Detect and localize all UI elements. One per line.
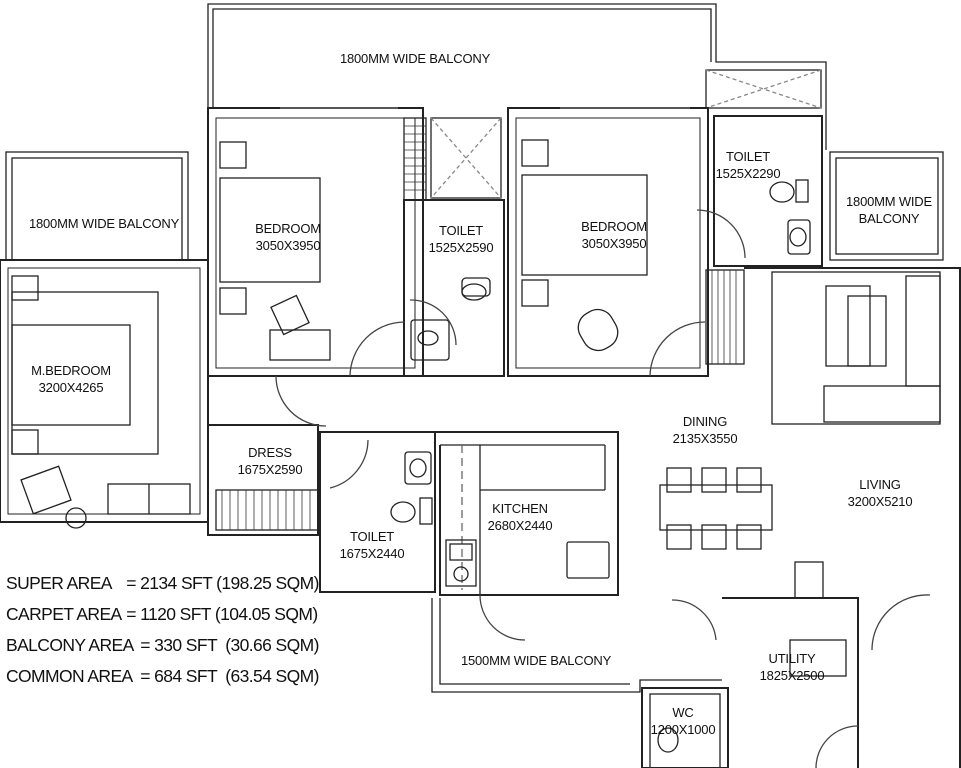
shaft-center — [430, 117, 502, 199]
balcony-top-outline — [207, 3, 827, 150]
balcony-bottom-outline — [431, 598, 722, 693]
balcony-top-inner — [212, 8, 712, 108]
kitchen-walls — [320, 431, 619, 596]
area-row-carpet: CARPET AREA = 1120 SFT (104.05 SQM) — [6, 604, 318, 624]
shaft-top-right — [705, 69, 822, 109]
wardrobe-2 — [705, 269, 745, 365]
area-row-super: SUPER AREA = 2134 SFT (198.25 SQM) — [6, 573, 319, 593]
toilet1-walls — [403, 199, 505, 377]
toilet3-walls — [319, 431, 436, 593]
area-row-common: COMMON AREA = 684 SFT (63.54 SQM) — [6, 666, 319, 686]
master-bedroom-walls — [0, 259, 209, 523]
dining-table — [659, 484, 773, 531]
utility-walls — [722, 597, 859, 768]
toilet2-walls — [713, 115, 823, 267]
living-walls — [744, 267, 961, 768]
dress-walls — [207, 424, 319, 536]
balcony-top-label: 1800MM WIDE BALCONY — [339, 51, 491, 66]
wc-walls — [641, 687, 729, 768]
balcony-left — [5, 151, 189, 261]
balcony-left-label: 1800MM WIDE BALCONY — [28, 216, 180, 231]
balcony-bottom-label: 1500MM WIDE BALCONY — [460, 653, 612, 668]
area-summary: SUPER AREA = 2134 SFT (198.25 SQM) CARPE… — [6, 568, 319, 692]
balcony-right — [829, 151, 944, 261]
sofa-set — [771, 271, 941, 425]
area-row-balcony: BALCONY AREA = 330 SFT (30.66 SQM) — [6, 635, 319, 655]
